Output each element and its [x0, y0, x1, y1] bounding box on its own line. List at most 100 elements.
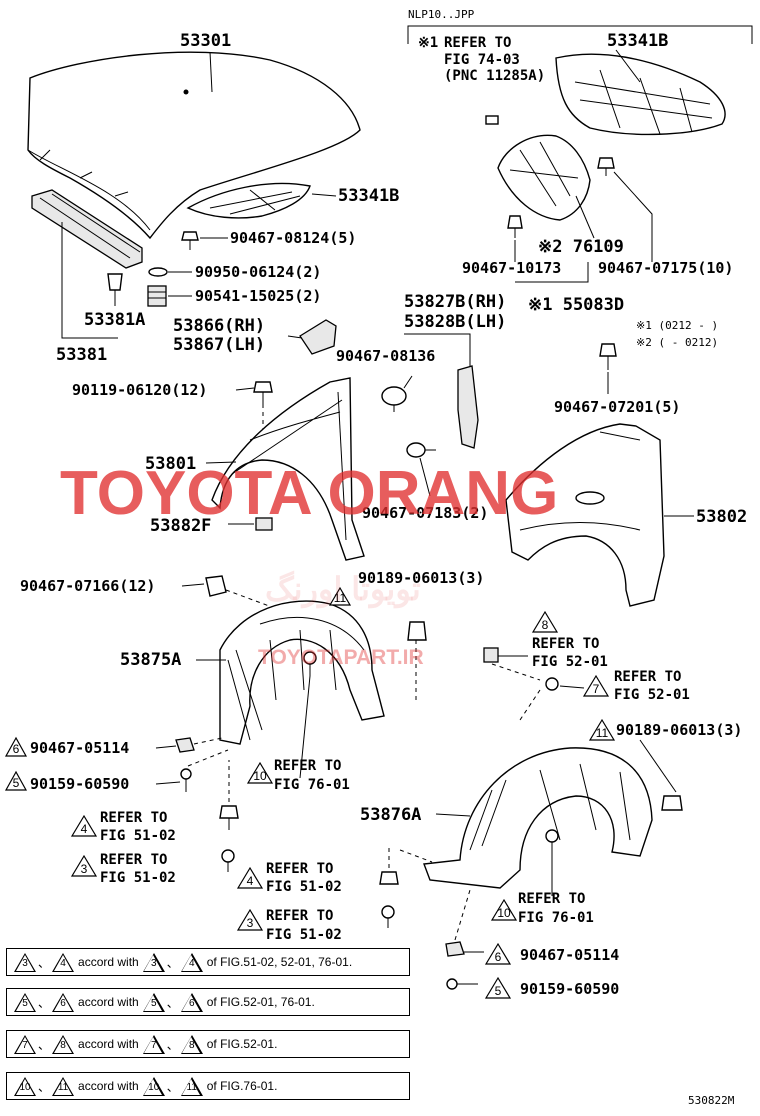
watermark-site: TOYOTAPART.IR: [258, 646, 424, 669]
ref4b-line2: FIG 51-02: [266, 879, 342, 895]
note1-line1: REFER TO: [444, 35, 511, 51]
note4-text: of FIG.76-01.: [206, 1079, 278, 1093]
ref3a-line1: REFER TO: [100, 852, 167, 868]
clip-90467-05114-a: [175, 737, 195, 753]
clip-90467-07183: [406, 442, 436, 458]
liner-53876A: [423, 747, 653, 889]
triangle-8-num: 8: [542, 618, 549, 632]
note-box-3: 7、 8 accord with 7、 8 of FIG.52-01.: [6, 1030, 410, 1058]
ref10b-line2: FIG 76-01: [518, 910, 594, 926]
fender-seal-53866: [299, 319, 337, 355]
legend-note2: ※2 ( - 0212): [636, 336, 718, 349]
note4-tri-c: 10: [142, 1076, 165, 1096]
triangle-10a-num: 10: [253, 769, 267, 783]
hood-insulator-53341B: [186, 182, 311, 219]
file-name: NLP10..JPP: [408, 8, 475, 21]
ref3b-line2: FIG 51-02: [266, 927, 342, 943]
note4-tri-b: 11: [52, 1076, 75, 1096]
triangle-5b: [484, 976, 512, 999]
screw-liner-center: [303, 651, 317, 676]
note3-text: of FIG.52-01.: [206, 1037, 278, 1051]
triangle-4a: [70, 814, 98, 837]
triangle-3a-num: 3: [81, 862, 88, 876]
note1-mark: ※1: [418, 35, 438, 51]
cover-76109: [497, 134, 591, 221]
triangle-3a: [70, 854, 98, 877]
liner-53875A: [219, 600, 385, 745]
triangle-4b-num: 4: [247, 874, 254, 888]
note3-tri-a: 7: [14, 1034, 36, 1054]
triangle-10a: [246, 761, 274, 784]
note3-tri-d: 8: [180, 1034, 203, 1054]
bolt-90159-60590-a: [180, 768, 192, 792]
grommet-90950-06124: [148, 267, 168, 277]
bolt-90119-06120: [253, 381, 273, 404]
ref4a-line2: FIG 51-02: [100, 828, 176, 844]
clip-90467-08136: [381, 386, 407, 412]
bolt-ref4b: [379, 871, 399, 885]
label-55083D: ※1 55083D: [528, 295, 624, 315]
label-90467-10173: 90467-10173: [462, 259, 561, 277]
footer-id: 530822M: [688, 1094, 735, 1107]
fender-53802: [505, 423, 665, 607]
bracket-53827B: [457, 365, 479, 449]
label-53876A: 53876A: [360, 805, 421, 825]
triangle-6b: [484, 942, 512, 965]
ref7-line2: FIG 52-01: [614, 687, 690, 703]
triangle-11a: [328, 586, 352, 606]
ref3a-line2: FIG 51-02: [100, 870, 176, 886]
triangle-3b: [236, 908, 264, 931]
triangle-11b: [588, 718, 616, 741]
triangle-6b-num: 6: [495, 950, 502, 964]
note4-tri-a: 10: [14, 1076, 36, 1096]
label-53827B: 53827B(RH): [404, 292, 506, 312]
label-90467-05114-a: 90467-05114: [30, 739, 129, 757]
note1-line3: (PNC 11285A): [444, 68, 545, 84]
hood-53301: [27, 51, 361, 240]
label-90159-60590-a: 90159-60590: [30, 775, 129, 793]
fender-53801: [211, 377, 365, 561]
note4-word: accord with: [78, 1079, 139, 1093]
clip-90467-07175: [597, 157, 615, 176]
label-90189-06013-b: 90189-06013(3): [616, 721, 742, 739]
note2-tri-a: 5: [14, 992, 36, 1012]
label-90950-06124: 90950-06124(2): [195, 263, 321, 281]
label-53341B-hood: 53341B: [338, 186, 399, 206]
plug-11285A: [485, 115, 499, 125]
label-90467-05114-b: 90467-05114: [520, 946, 619, 964]
label-90159-60590-b: 90159-60590: [520, 980, 619, 998]
bolt-90467-08124: [181, 231, 199, 250]
note1-tri-b: 4: [52, 952, 75, 972]
note4-tri-d: 11: [180, 1076, 203, 1096]
label-90467-07175: 90467-07175(10): [598, 259, 733, 277]
triangle-11a-num: 11: [334, 591, 347, 605]
note1-line2: FIG 74-03: [444, 52, 520, 68]
bolt-ref3b: [381, 905, 395, 928]
note2-tri-b: 6: [52, 992, 75, 1012]
ref10a-line1: REFER TO: [274, 758, 341, 774]
note1-tri-d: 4: [180, 952, 203, 972]
header-bracket: [407, 25, 753, 44]
note1-tri-a: 3: [14, 952, 36, 972]
note-box-2: 5、 6 accord with 5、 6 of FIG.52-01, 76-0…: [6, 988, 410, 1016]
label-53381: 53381: [56, 345, 107, 365]
triangle-4a-num: 4: [81, 822, 88, 836]
note1-text: of FIG.51-02, 52-01, 76-01.: [206, 955, 353, 969]
triangle-6a: [4, 736, 28, 757]
note2-tri-d: 6: [180, 992, 203, 1012]
ref8-line2: FIG 52-01: [532, 654, 608, 670]
ref4b-line1: REFER TO: [266, 861, 333, 877]
watermark-persian: تویوتا اورنگ: [265, 570, 421, 609]
ref10a-line2: FIG 76-01: [274, 777, 350, 793]
triangle-5a-num: 5: [13, 776, 20, 790]
triangle-5a: [4, 770, 28, 791]
label-53341B-top: 53341B: [607, 31, 668, 51]
triangle-4b: [236, 866, 264, 889]
note-box-4: 10、 11 accord with 10、 11 of FIG.76-01.: [6, 1072, 410, 1100]
note2-tri-c: 5: [142, 992, 165, 1012]
triangle-5b-num: 5: [495, 984, 502, 998]
label-90541-15025: 90541-15025(2): [195, 287, 321, 305]
note3-word: accord with: [78, 1037, 139, 1051]
triangle-7-num: 7: [593, 682, 600, 696]
